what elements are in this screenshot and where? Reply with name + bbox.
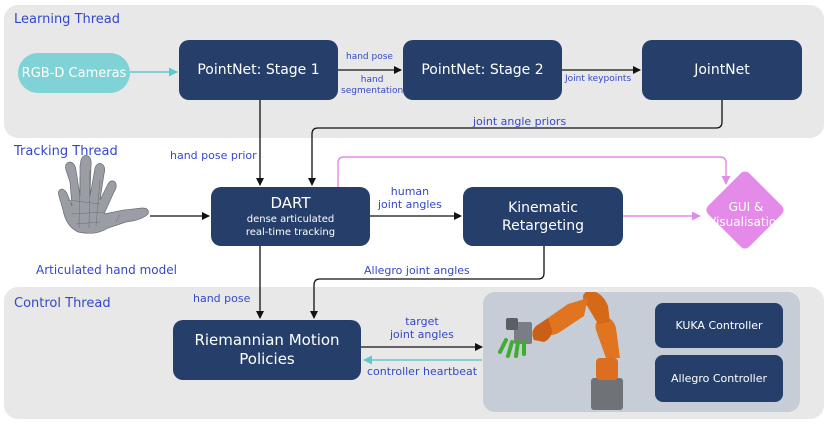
label-hand-pose-top: hand pose	[346, 52, 393, 62]
learning-thread-title: Learning Thread	[14, 12, 121, 27]
hand-model-illustration	[58, 155, 149, 234]
arrow-jointnet-to-dart	[308, 100, 723, 186]
gui-visualisation-label: GUI & Visualisation	[705, 200, 787, 230]
label-human-2: joint angles	[378, 198, 442, 211]
dart-subtitle-2: real-time tracking	[245, 227, 336, 238]
gui-label-1: GUI &	[728, 200, 764, 214]
label-allegro-joint-angles: Allegro joint angles	[364, 264, 470, 277]
label-joint-keypoints: Joint keypoints	[565, 74, 632, 84]
kinematic-label-2: Retargeting	[502, 217, 584, 234]
control-thread-title: Control Thread	[14, 296, 111, 311]
label-human-1: human	[390, 185, 430, 198]
allegro-controller-label: Allegro Controller	[670, 372, 767, 385]
gui-diamond	[706, 171, 784, 249]
rmp-label-1: Riemannian Motion	[194, 331, 340, 349]
label-hand-segmentation: hand segmentation	[341, 75, 403, 97]
dart-title: DART	[270, 194, 311, 212]
label-hand-pose-prior: hand pose prior	[170, 149, 257, 162]
pointnet-stage2-node: PointNet: Stage 2	[403, 40, 562, 100]
label-hand-pose: hand pose	[193, 292, 251, 305]
pointnet-stage1-node: PointNet: Stage 1	[179, 40, 338, 100]
label-target-1: target	[405, 315, 439, 328]
kuka-controller-label: KUKA Controller	[675, 319, 763, 332]
dart-node: DART dense articulated real-time trackin…	[211, 187, 370, 246]
label-joint-angle-priors: joint angle priors	[473, 115, 567, 128]
label-articulated-hand-model: Articulated hand model	[36, 263, 177, 277]
kinematic-retargeting-node: Kinematic Retargeting	[463, 187, 623, 246]
pointnet-stage1-label: PointNet: Stage 1	[197, 62, 320, 78]
tracking-thread-title: Tracking Thread	[14, 144, 118, 159]
riemannian-motion-policies-node: Riemannian Motion Policies	[173, 320, 361, 380]
gui-label-2: Visualisation	[708, 215, 784, 229]
jointnet-label: JointNet	[694, 62, 750, 78]
label-human-joint-angles: human joint angles	[378, 185, 442, 211]
robot-arm-illustration	[498, 292, 623, 410]
arrow-dart-to-gui	[337, 156, 731, 187]
label-controller-heartbeat: controller heartbeat	[367, 365, 478, 378]
kuka-controller-node: KUKA Controller	[655, 303, 783, 348]
label-hand-seg-1: hand	[360, 75, 384, 85]
rgbd-cameras-node: RGB-D Cameras	[18, 53, 130, 93]
kinematic-label-1: Kinematic	[508, 199, 578, 216]
allegro-controller-node: Allegro Controller	[655, 355, 783, 402]
label-target-2: joint angles	[390, 328, 454, 341]
label-hand-seg-2: segmentation	[341, 86, 404, 96]
dart-subtitle-1: dense articulated	[246, 214, 335, 225]
pointnet-stage2-label: PointNet: Stage 2	[421, 62, 544, 78]
jointnet-node: JointNet	[642, 40, 802, 100]
label-target-joint-angles: target joint angles	[390, 315, 454, 341]
arrow-retargeting-to-rmp	[310, 246, 545, 319]
rmp-label-2: Policies	[239, 350, 295, 368]
